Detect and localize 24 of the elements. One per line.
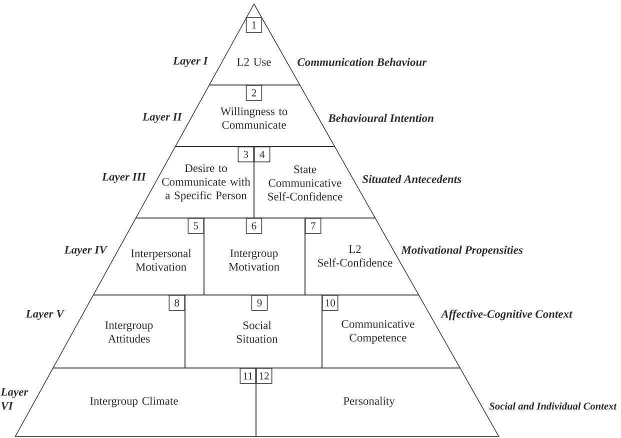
category-label: Behavioural Intention (328, 114, 434, 122)
layer-label: Layer I (172, 56, 208, 67)
layer-label: Layer V (26, 310, 65, 320)
number-box: 8 (168, 294, 185, 311)
category-label: Communication Behaviour (298, 58, 427, 66)
number-box: 5 (188, 218, 204, 234)
number-box: 12 (256, 368, 272, 384)
layer-label: Layer IV (64, 246, 108, 256)
layer-label: Layer III (102, 172, 146, 183)
number-box: 6 (246, 218, 262, 234)
category-label: Social and Individual Context (489, 402, 617, 410)
number-box: 4 (254, 146, 270, 162)
number-box: 2 (246, 85, 262, 101)
layer-label: Layer II (142, 112, 182, 123)
number-box: 7 (305, 218, 322, 234)
number-box: 3 (238, 146, 254, 162)
layer-label: Layer VI (0, 388, 28, 410)
number-box: 10 (322, 294, 338, 311)
number-box: 1 (246, 17, 262, 33)
number-box: 9 (251, 294, 268, 311)
category-label: Affective-Cognitive Context (440, 310, 573, 320)
category-label: Situated Antecedents (362, 174, 462, 184)
number-box: 11 (240, 368, 256, 384)
category-label: Motivational Propensities (401, 246, 523, 256)
